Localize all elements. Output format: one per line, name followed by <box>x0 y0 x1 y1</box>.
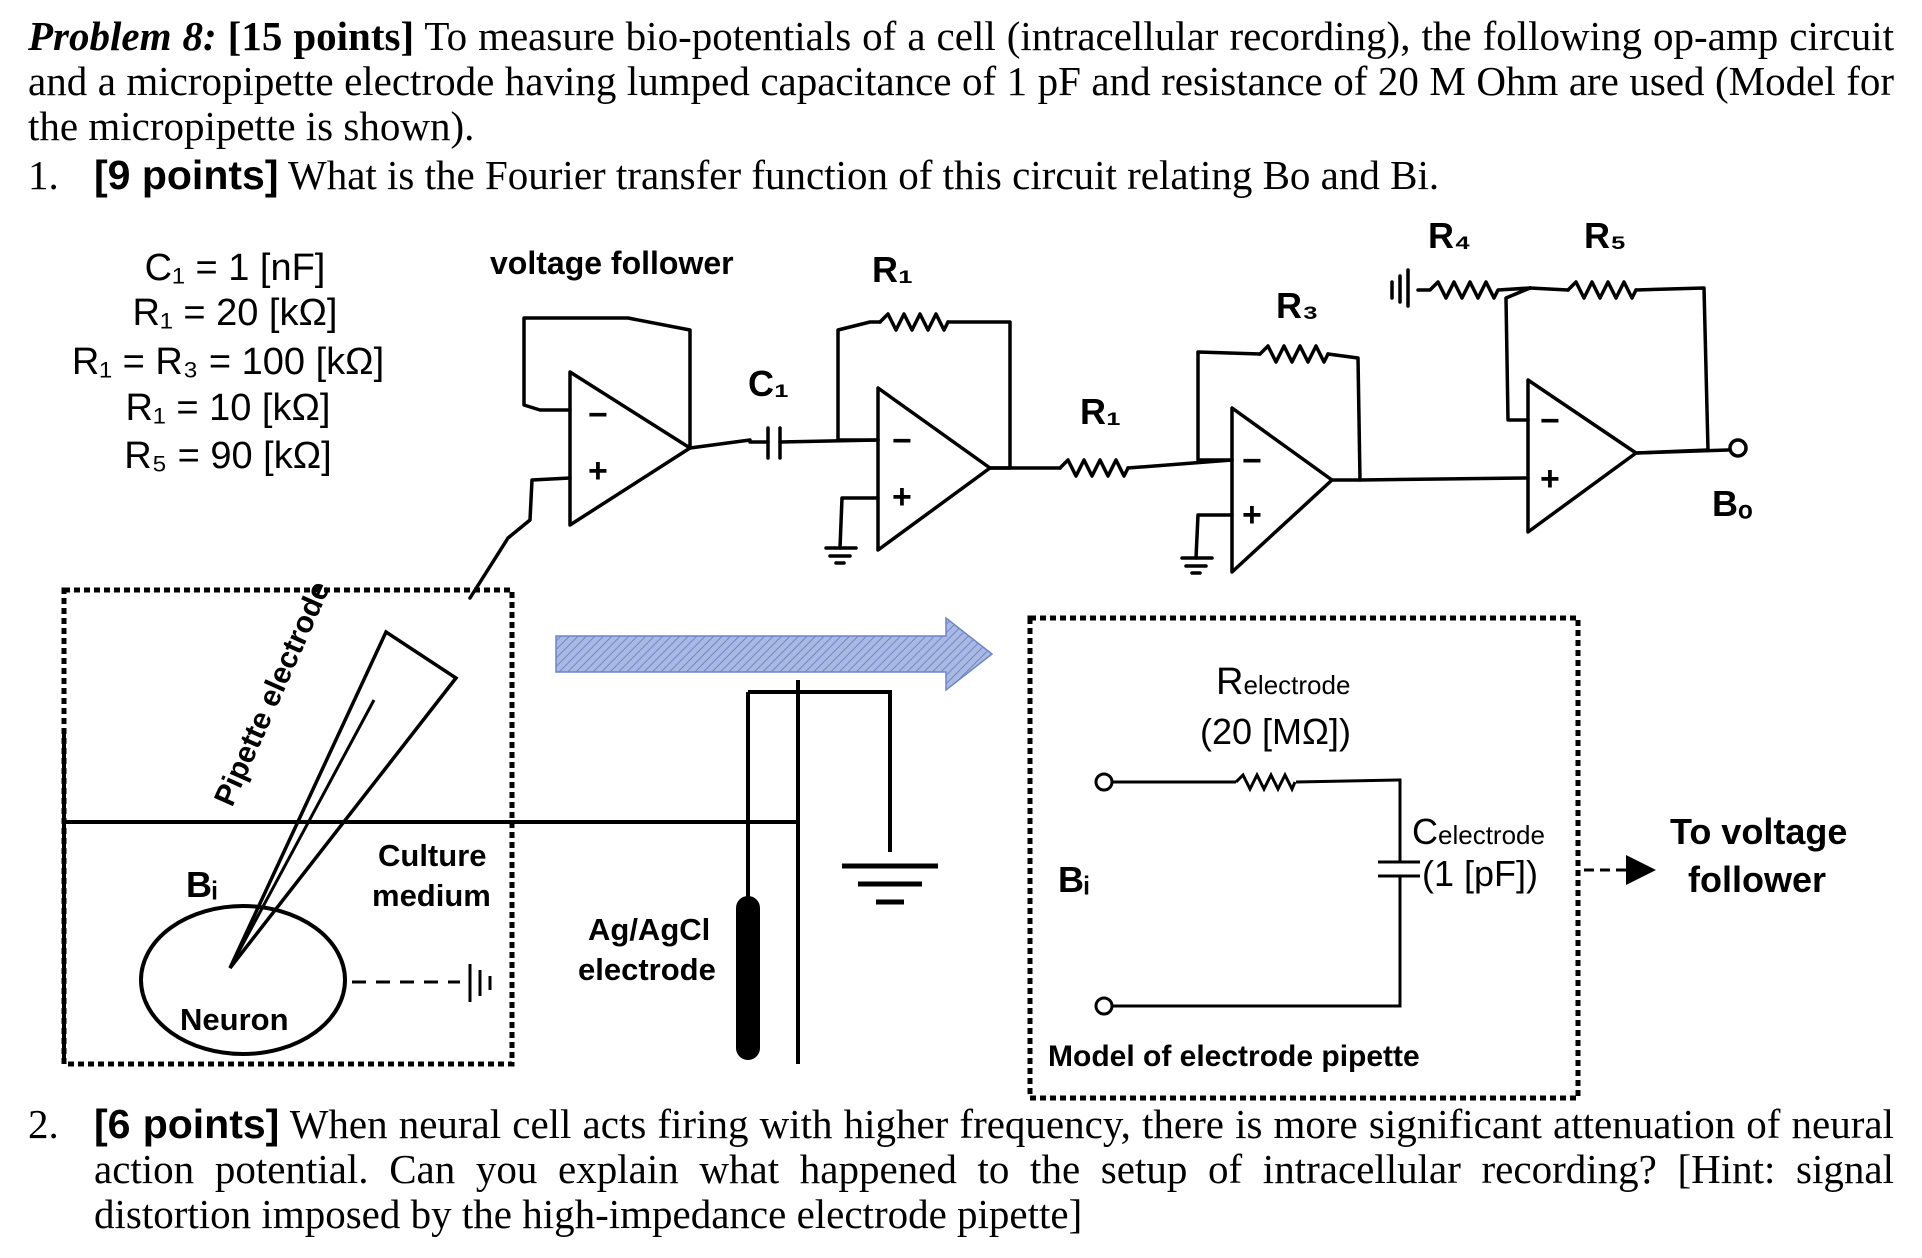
param-c1: C₁ = 1 [nF] <box>145 247 326 289</box>
inverter-minus-sign: − <box>1242 442 1262 480</box>
model-wire-to-c <box>1295 778 1402 862</box>
wire-to-r5 <box>1528 286 1570 292</box>
c-electrode-capacitor <box>1378 860 1420 878</box>
problem-text: To measure bio-potentials of a cell (int… <box>28 13 1894 149</box>
ground-symbol-neuron <box>468 964 492 1002</box>
r4-label: R₄ <box>1428 215 1471 256</box>
output-label: Bₒ <box>1712 483 1753 524</box>
r-electrode-label: Relectrode <box>1216 661 1350 703</box>
ground-symbol-1 <box>824 546 858 565</box>
differentiator-minus-sign: − <box>892 422 912 460</box>
r1-feedback-label: R₁ <box>872 249 913 290</box>
r3-label: R₃ <box>1276 285 1319 326</box>
ground-symbol-2 <box>1180 556 1214 575</box>
c1-label: C₁ <box>748 363 789 404</box>
r1-feedback-resistor <box>878 312 950 332</box>
follower-feedback-wire <box>522 316 692 450</box>
question-1-number: 1. <box>28 152 59 198</box>
r-electrode-value: (20 [MΩ]) <box>1200 711 1351 752</box>
model-input-terminal-top <box>1094 772 1114 792</box>
param-r1-a: R₁ = 20 [kΩ] <box>133 292 338 334</box>
problem-points: [15 points] <box>227 13 415 59</box>
output-wire <box>1634 448 1730 455</box>
parameter-list: C₁ = 1 [nF] R₁ = 20 [kΩ] R₁ = R₃ = 100 [… <box>72 247 384 477</box>
culture-medium-label-1: Culture <box>378 838 487 873</box>
opamp-inverter <box>1230 406 1334 574</box>
to-voltage-label-2: follower <box>1688 859 1826 900</box>
question-2-number: 2. <box>28 1101 59 1147</box>
differentiator-plus-sign: + <box>892 478 912 516</box>
follower-plus-sign: + <box>588 452 608 490</box>
agcl-label-2: electrode <box>578 952 716 987</box>
model-wire-bottom <box>1112 876 1402 1008</box>
agcl-electrode-wire <box>746 690 892 900</box>
neuron-cell <box>139 904 347 1056</box>
r5-resistor <box>1566 280 1638 300</box>
r3-resistor <box>1258 344 1330 364</box>
question-2-points: [6 points] <box>94 1101 280 1147</box>
question-1-text: What is the Fourier transfer function of… <box>278 152 1440 198</box>
bi-label-model: Bᵢ <box>1058 859 1089 900</box>
neuron-label: Neuron <box>180 1002 289 1037</box>
opamp-differentiator <box>876 386 992 552</box>
opamp-voltage-follower <box>568 370 692 527</box>
inverter-input-wire <box>1196 350 1262 462</box>
question-2: 2. [6 points] When neural cell acts firi… <box>28 1102 1894 1237</box>
ground-symbol-r4 <box>1390 268 1410 308</box>
setup-dashed-box <box>61 587 515 1067</box>
noninverting-minus-sign: − <box>1540 402 1560 440</box>
param-r5: R₅ = 90 [kΩ] <box>124 435 331 477</box>
inverter-feedback-wire <box>1326 352 1362 482</box>
output-terminal <box>1728 438 1748 458</box>
inverter-ground-wire <box>1194 513 1234 560</box>
opamp-noninverting <box>1526 378 1638 534</box>
r5-label: R₅ <box>1584 215 1627 256</box>
model-arrow <box>555 616 994 692</box>
voltage-follower-label: voltage follower <box>490 245 734 281</box>
r1-series-label: R₁ <box>1080 391 1121 432</box>
param-r1-b: R₁ = 10 [kΩ] <box>126 387 331 429</box>
noninverting-feedback-wire <box>1634 286 1710 455</box>
model-input-terminal-bottom <box>1094 996 1114 1016</box>
r1-series-resistor <box>1058 458 1130 478</box>
c-electrode-value: (1 [pF]) <box>1422 853 1538 894</box>
differentiator-input-wire <box>836 320 882 442</box>
follower-output-wire <box>688 438 752 450</box>
pipette-electrode <box>228 629 459 970</box>
param-r1-r3: R₁ = R₃ = 100 [kΩ] <box>72 341 384 383</box>
problem-statement: Problem 8: [15 points] To measure bio-po… <box>28 14 1894 149</box>
model-dashed-box <box>1027 615 1581 1101</box>
r-electrode-resistor <box>1234 771 1297 793</box>
pipette-inner-wire <box>228 699 376 969</box>
noninverting-minus-wire <box>1504 286 1532 422</box>
question-1-points: [9 points] <box>94 152 279 198</box>
bi-label-setup: Bᵢ <box>186 864 217 905</box>
agcl-electrode <box>736 896 760 1060</box>
culture-dish <box>62 728 800 1064</box>
agcl-label-1: Ag/AgCl <box>588 912 710 947</box>
problem-label: Problem 8: <box>28 13 217 59</box>
inverter-plus-sign: + <box>1242 496 1262 534</box>
noninverting-plus-sign: + <box>1540 460 1560 498</box>
wire-to-noninverting-input <box>1358 476 1530 482</box>
c-electrode-label: Celectrode <box>1412 811 1545 852</box>
question-2-text: When neural cell acts firing with higher… <box>94 1101 1894 1237</box>
ground-symbol-bath <box>842 863 938 905</box>
differentiator-ground-wire <box>838 496 880 550</box>
r4-resistor <box>1416 280 1532 300</box>
follower-minus-sign: − <box>588 396 608 434</box>
to-voltage-label-1: To voltage <box>1670 811 1847 852</box>
model-caption: Model of electrode pipette <box>1048 1040 1420 1073</box>
culture-medium-label-2: medium <box>372 878 491 913</box>
follower-input-wire <box>468 476 572 600</box>
